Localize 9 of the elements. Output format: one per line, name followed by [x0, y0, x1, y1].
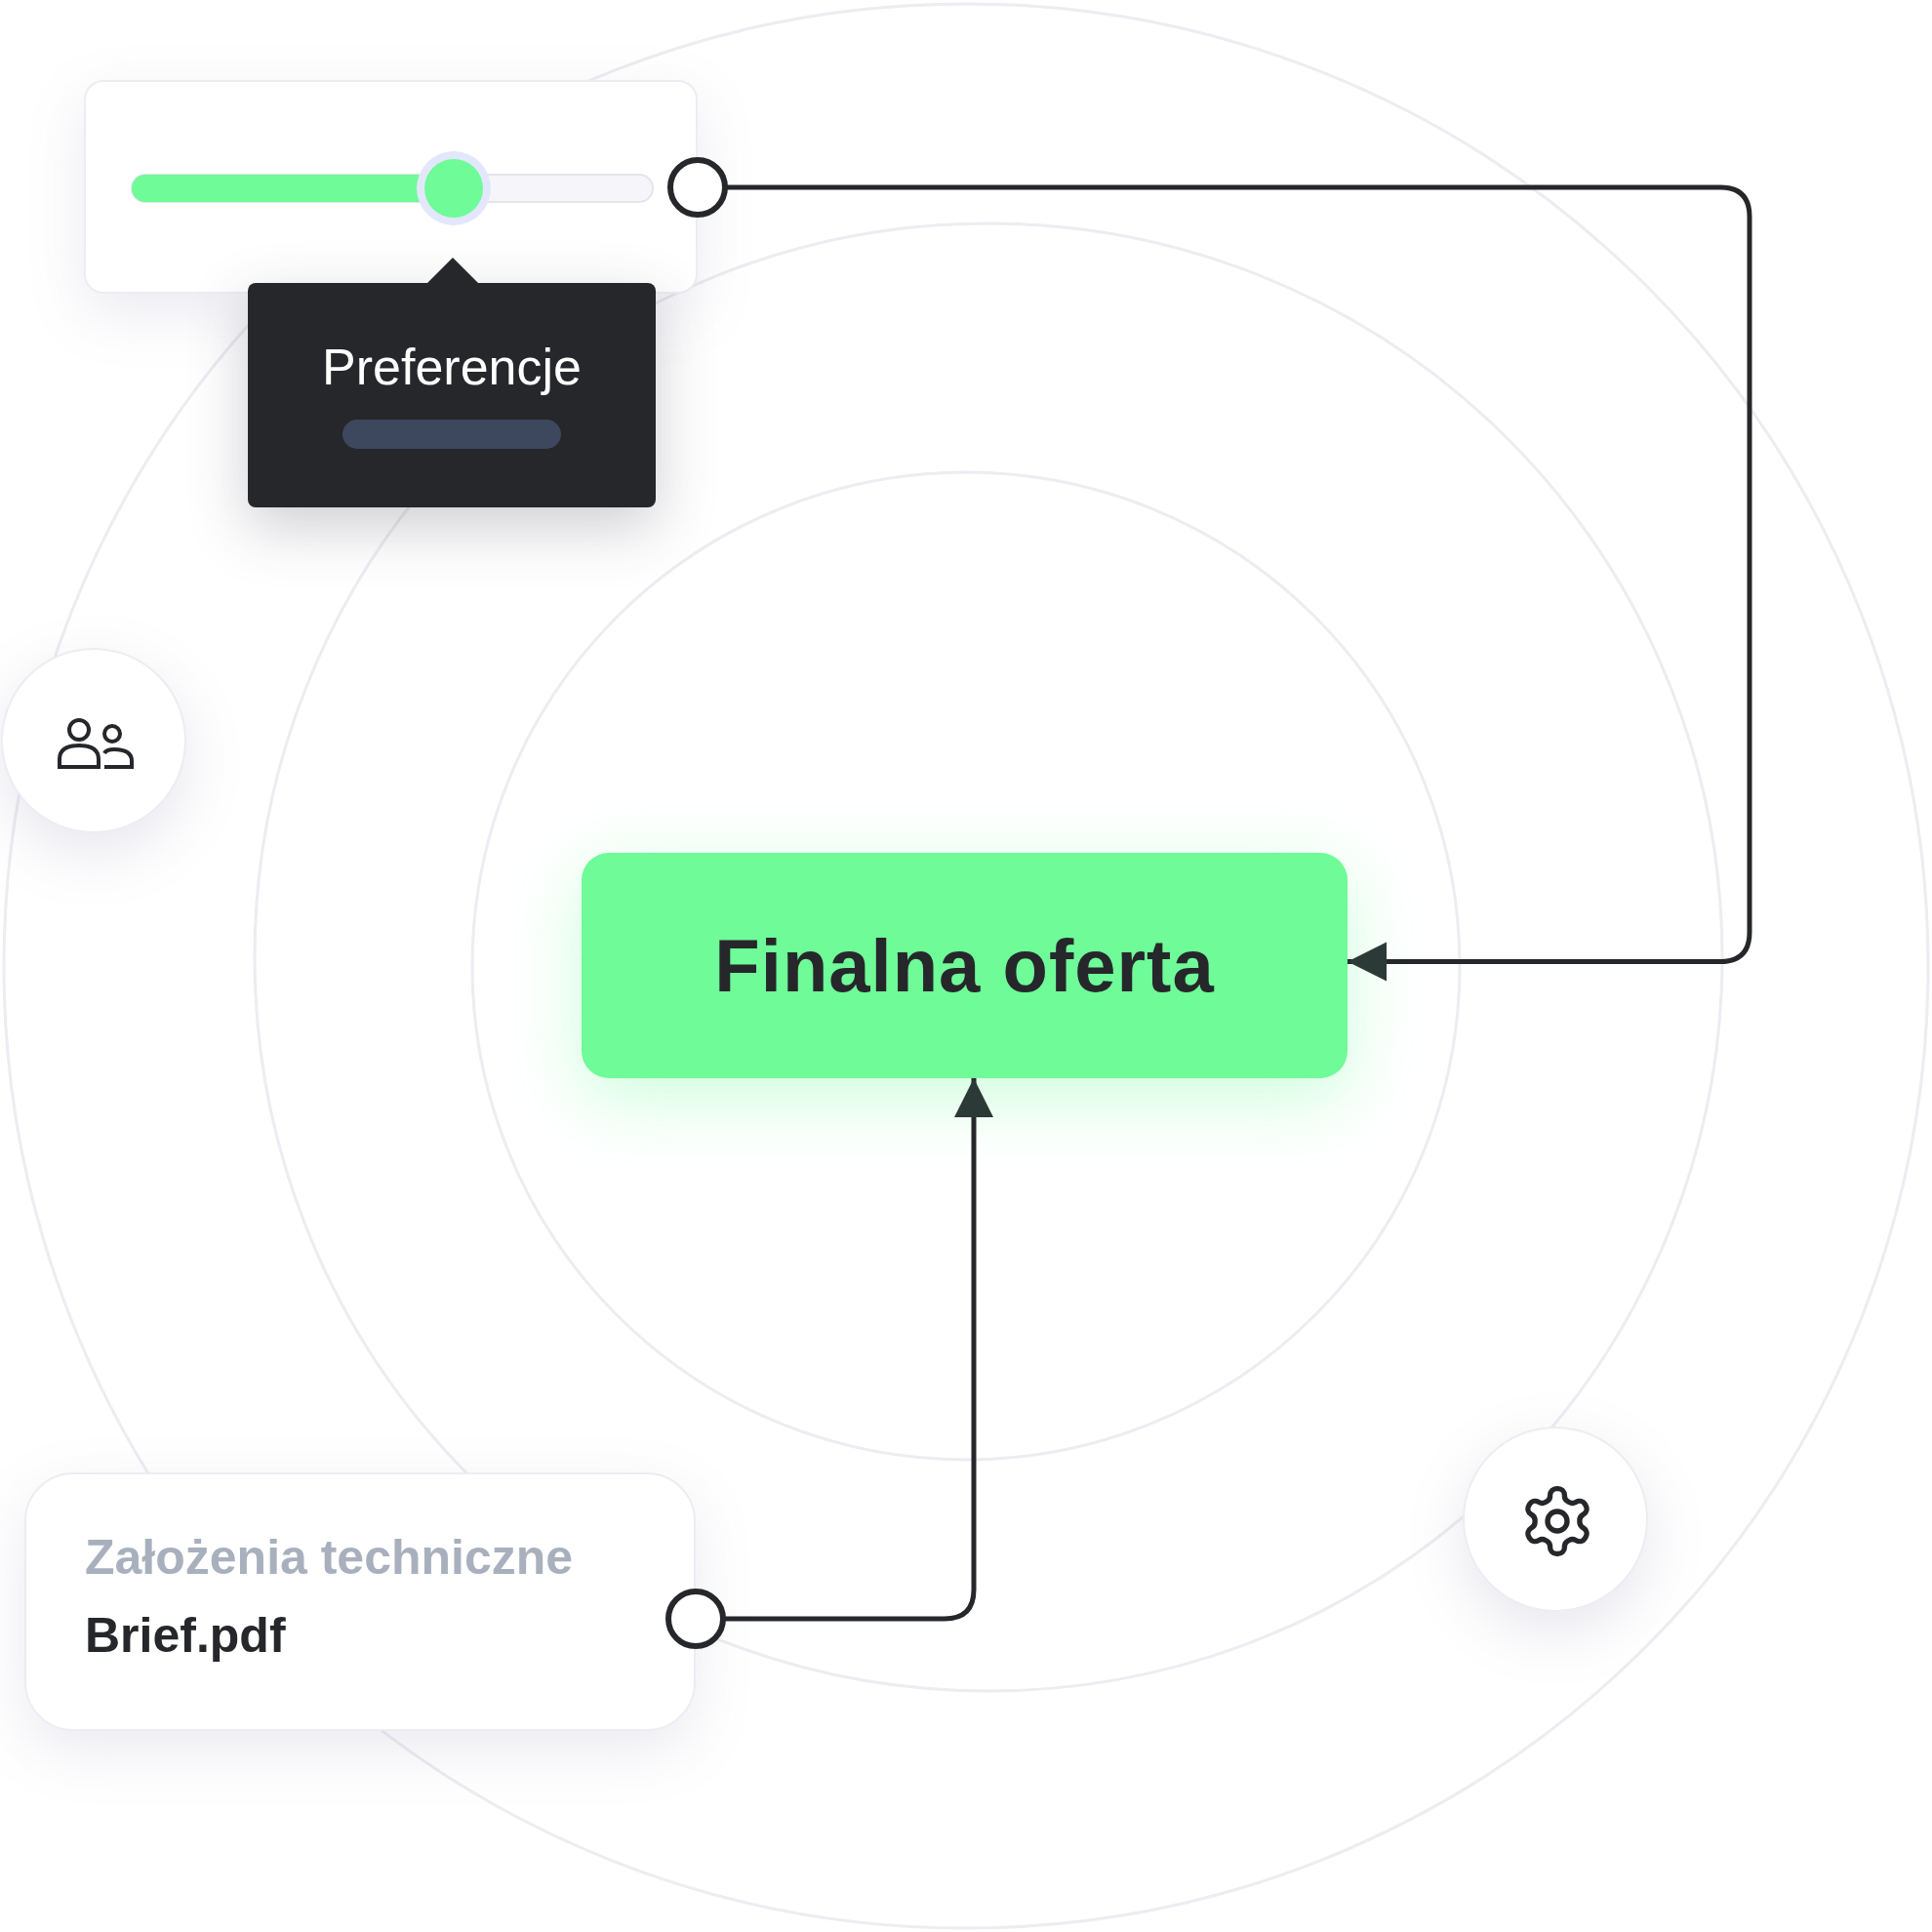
connector-arrow — [667, 157, 1752, 982]
card-heading: Założenia techniczne — [85, 1533, 574, 1582]
slider-card — [84, 80, 698, 294]
file-card — [24, 1472, 696, 1731]
process-box — [582, 853, 1348, 1078]
tooltip — [248, 283, 656, 507]
node-title: Finalna oferta — [714, 928, 1215, 1003]
file-name: Brief.pdf — [85, 1611, 287, 1660]
connector-arrow — [665, 1078, 993, 1649]
